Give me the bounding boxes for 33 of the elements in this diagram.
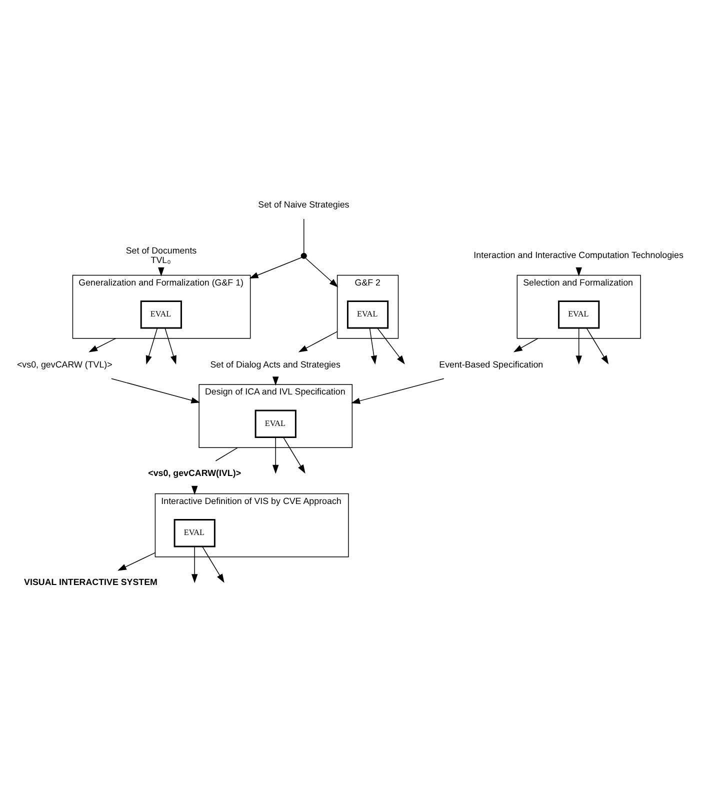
arrow [164,328,176,365]
node-circle [300,252,307,259]
arrow [191,546,198,584]
arrow [272,437,279,474]
arrow [576,328,582,365]
connector [215,447,238,462]
arrow [298,331,338,352]
arrow [305,258,338,288]
arrow [351,378,444,404]
node-text: <vs0, gevCARW (TVL)> [16,359,112,370]
arrow [377,328,405,364]
node-text: Interaction and Interactive Computation Technologies [474,250,684,260]
arrow [117,552,156,571]
node-box: EVAL [174,518,216,548]
node-text: <vs0, gevCARW(IVL)> [148,468,242,478]
arrow [513,338,538,352]
arrow [146,328,158,365]
arrow [586,328,609,364]
arrow [111,378,200,404]
node-text: VISUAL INTERACTIVE SYSTEM [24,577,158,588]
arrow [202,546,224,583]
node-text: Set of Naive Strategies [258,200,350,210]
arrow [283,437,306,474]
arrow [369,328,377,365]
node-text: Set of Dialog Acts and Strategies [210,359,340,370]
node-box: EVAL [558,300,600,329]
node-box: EVAL [346,300,389,329]
node-text: Event-Based Specification [439,359,544,370]
arrow [249,257,302,279]
node-box: EVAL [254,410,296,438]
node-text: Set of Documents TVL₀ [126,245,197,266]
node-box: EVAL [140,300,182,329]
arrow [88,338,116,352]
